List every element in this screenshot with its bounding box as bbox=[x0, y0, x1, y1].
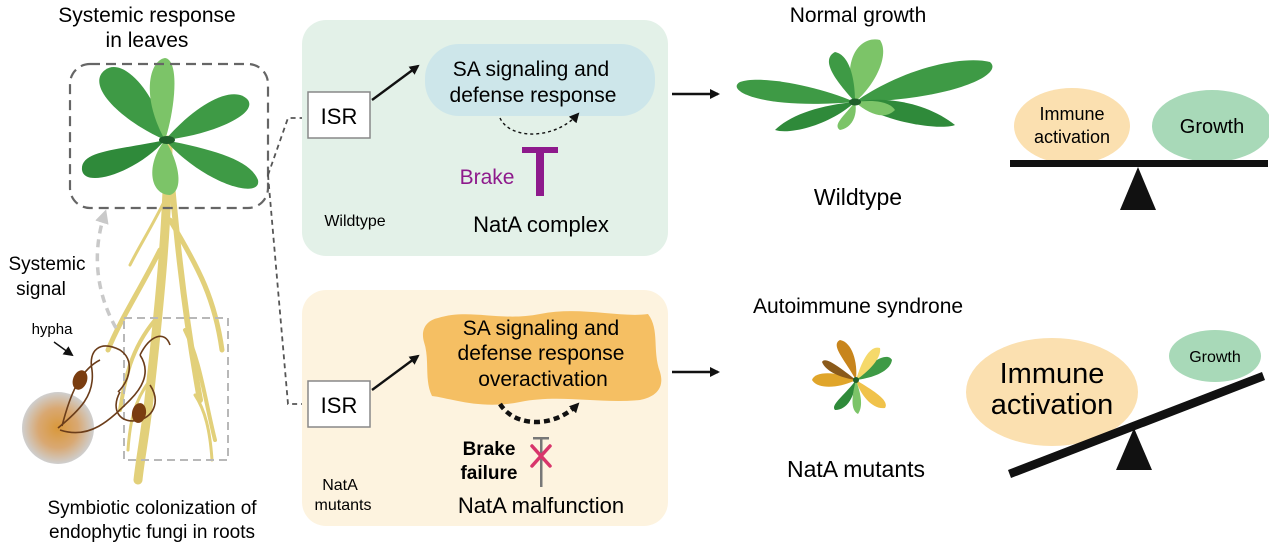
growth-bubble-bottom bbox=[1169, 330, 1261, 382]
immune-line2-bottom: activation bbox=[991, 389, 1114, 421]
isr-box-top bbox=[307, 91, 371, 139]
immune-line2-top: activation bbox=[1034, 127, 1110, 147]
isr-connectors bbox=[267, 117, 308, 405]
healthy-plant-illustration bbox=[736, 39, 993, 132]
stressed-plant-illustration bbox=[812, 340, 892, 414]
isr-box-bottom bbox=[307, 380, 371, 428]
systemic-signal-line1: Systemic bbox=[8, 254, 85, 275]
growth-label-top: Growth bbox=[1180, 116, 1244, 138]
hypha-label: hypha bbox=[32, 321, 74, 338]
brake-failure-line2: failure bbox=[460, 463, 517, 484]
wildtype-genotype-label: Wildtype bbox=[324, 213, 385, 230]
sa-line1-bottom: SA signaling and bbox=[463, 317, 619, 340]
roots-dashed-box bbox=[123, 317, 229, 461]
growth-bubble-top bbox=[1152, 90, 1269, 162]
normal-growth-title: Normal growth bbox=[790, 4, 927, 27]
isr-to-sa-arrow-bottom bbox=[371, 354, 420, 391]
brake-failure-x bbox=[530, 444, 552, 468]
systemic-signal-arrow bbox=[95, 209, 118, 329]
leaves-dashed-box bbox=[68, 62, 270, 210]
isr-label-bottom: ISR bbox=[321, 393, 358, 418]
brake-inhibitor-symbol bbox=[522, 147, 558, 196]
sa-line2-top: defense response bbox=[450, 84, 617, 107]
sa-overactivation-bubble bbox=[422, 311, 662, 405]
left-caption-line2: endophytic fungi in roots bbox=[49, 522, 255, 543]
immune-bubble-bottom bbox=[966, 338, 1138, 446]
natA-complex-label: NatA complex bbox=[473, 212, 609, 237]
isr-to-sa-arrow-top bbox=[371, 64, 420, 101]
feedback-arrow-bottom bbox=[498, 402, 580, 425]
autoimmune-title: Autoimmune syndrone bbox=[753, 295, 963, 318]
immune-bubble-top bbox=[1014, 88, 1130, 164]
sa-signaling-bubble bbox=[425, 44, 655, 116]
tilted-scale bbox=[966, 330, 1265, 478]
growth-label-bottom: Growth bbox=[1189, 349, 1241, 366]
failed-brake-symbol bbox=[533, 437, 549, 487]
feedback-arrow-top bbox=[499, 112, 580, 135]
immune-line1-top: Immune bbox=[1039, 104, 1104, 124]
natA-malfunction-label: NatA malfunction bbox=[458, 493, 624, 518]
sa-line2-bottom: defense response bbox=[458, 342, 625, 365]
sa-line3-bottom: overactivation bbox=[478, 368, 608, 391]
hypha-pointer-arrow bbox=[53, 341, 74, 357]
mutant-genotype-line1: NatA bbox=[322, 477, 358, 494]
isr-label-top: ISR bbox=[321, 104, 358, 129]
mutant-genotype-line2: mutants bbox=[315, 497, 372, 514]
brake-label: Brake bbox=[460, 166, 515, 189]
systemic-signal-line2: signal bbox=[16, 279, 66, 300]
left-title-line1: Systemic response bbox=[58, 4, 235, 27]
left-title-line2: in leaves bbox=[106, 29, 189, 52]
rosette-leaves bbox=[81, 58, 259, 195]
plant-illustration bbox=[22, 58, 270, 485]
wildtype-outcome-label: Wildtype bbox=[814, 184, 902, 210]
brake-failure-line1: Brake bbox=[463, 439, 516, 460]
balanced-scale bbox=[1010, 88, 1269, 210]
left-caption-line1: Symbiotic colonization of bbox=[47, 498, 257, 519]
mutant-outcome-label: NatA mutants bbox=[787, 456, 925, 482]
spores bbox=[72, 370, 147, 423]
sa-line1-top: SA signaling and bbox=[453, 58, 609, 81]
immune-line1-bottom: Immune bbox=[1000, 358, 1105, 390]
